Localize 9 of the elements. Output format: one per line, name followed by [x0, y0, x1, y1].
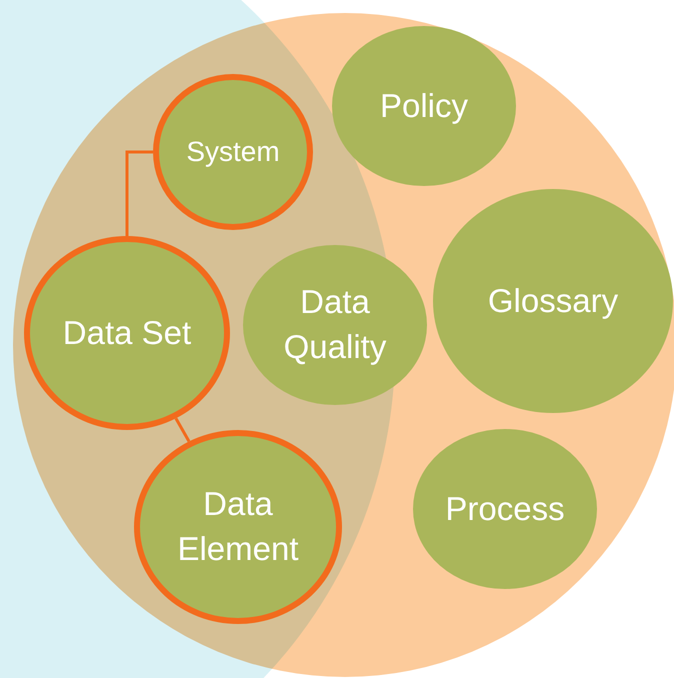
node-label: Data Element — [176, 484, 300, 569]
connector-line — [126, 150, 153, 236]
node-label: Policy — [380, 86, 468, 126]
node-label: Glossary — [488, 280, 618, 321]
node-label: Data Quality — [282, 282, 388, 367]
node-label: Data Set — [62, 312, 192, 353]
node-label: Process — [445, 488, 565, 529]
node-label: System — [186, 135, 280, 170]
connector-line — [174, 418, 190, 442]
